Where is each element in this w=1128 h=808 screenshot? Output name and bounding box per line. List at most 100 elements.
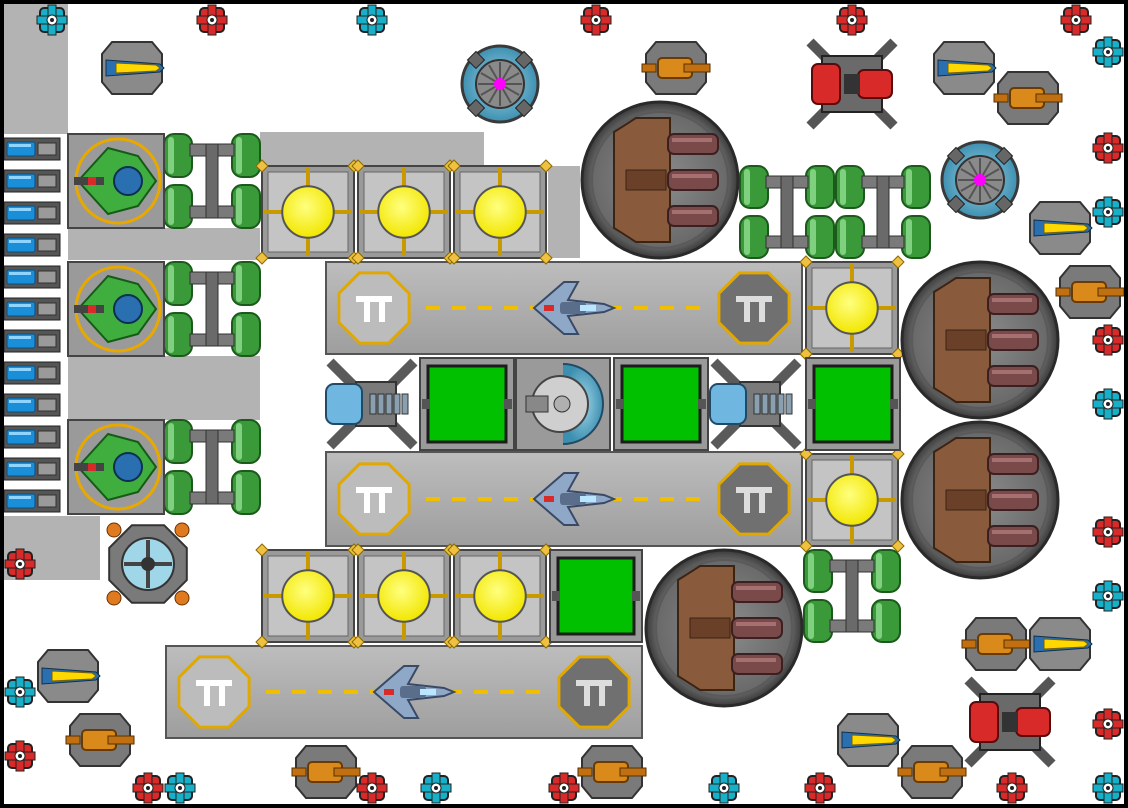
plus-turret-icon[interactable] [1092, 132, 1124, 164]
landing-strip-icon[interactable] [325, 261, 803, 355]
plus-turret-icon[interactable] [1092, 388, 1124, 420]
fighter-ship-icon[interactable] [532, 472, 617, 526]
pipe-assembly-icon [803, 549, 901, 643]
energy-core-icon[interactable] [351, 159, 457, 265]
yellow-launcher-icon[interactable] [37, 649, 101, 703]
ship-bay-icon[interactable] [67, 261, 165, 357]
plus-turret-icon[interactable] [1092, 708, 1124, 740]
plus-turret-icon[interactable] [1092, 580, 1124, 612]
plus-turret-icon[interactable] [580, 4, 612, 36]
plus-turret-icon[interactable] [4, 548, 36, 580]
ship-factory-icon[interactable] [580, 100, 740, 260]
yellow-launcher-icon[interactable] [837, 713, 901, 767]
energy-core-icon[interactable] [255, 159, 361, 265]
cannon-icon[interactable] [291, 745, 361, 799]
storage-crate-icon[interactable] [549, 549, 643, 643]
ammo-tube-icon [3, 201, 61, 225]
fan-turret-icon[interactable] [460, 44, 540, 124]
radar-dome-icon[interactable] [515, 357, 611, 451]
ammo-tube-icon [3, 329, 61, 353]
plus-turret-icon[interactable] [420, 772, 452, 804]
yellow-launcher-icon[interactable] [1029, 617, 1093, 671]
plus-turret-icon[interactable] [804, 772, 836, 804]
energy-core-icon[interactable] [447, 159, 553, 265]
drill-cannon-icon[interactable] [325, 358, 418, 450]
plus-turret-icon[interactable] [132, 772, 164, 804]
ammo-tube-icon [3, 489, 61, 513]
plus-turret-icon[interactable] [1092, 516, 1124, 548]
plus-turret-icon[interactable] [996, 772, 1028, 804]
plus-turret-icon[interactable] [1092, 36, 1124, 68]
yellow-launcher-icon[interactable] [1029, 201, 1093, 255]
cannon-icon[interactable] [65, 713, 135, 767]
landing-pad-right[interactable] [717, 271, 791, 345]
cannon-icon[interactable] [993, 71, 1063, 125]
landing-strip-icon[interactable] [165, 645, 643, 739]
plus-turret-icon[interactable] [36, 4, 68, 36]
plus-turret-icon[interactable] [4, 676, 36, 708]
ammo-tube-icon [3, 265, 61, 289]
landing-pad-left[interactable] [337, 271, 411, 345]
cannon-icon[interactable] [897, 745, 967, 799]
cannon-icon[interactable] [641, 41, 711, 95]
fan-turret-icon[interactable] [940, 140, 1020, 220]
ship-factory-icon[interactable] [644, 548, 804, 708]
plus-turret-icon[interactable] [836, 4, 868, 36]
landing-pad-right[interactable] [717, 462, 791, 536]
missile-battery-icon[interactable] [964, 676, 1056, 768]
plus-turret-icon[interactable] [1092, 196, 1124, 228]
energy-core-icon[interactable] [255, 543, 361, 649]
ammo-tube-icon [3, 425, 61, 449]
storage-crate-icon[interactable] [805, 357, 901, 451]
plus-turret-icon[interactable] [1060, 4, 1092, 36]
landing-strip-icon[interactable] [325, 451, 803, 547]
ship-bay-icon[interactable] [67, 419, 165, 515]
energy-core-icon[interactable] [799, 447, 905, 553]
plus-turret-icon[interactable] [356, 772, 388, 804]
factory-layer [580, 100, 1060, 708]
ship-factory-icon[interactable] [900, 420, 1060, 580]
energy-core-icon[interactable] [351, 543, 457, 649]
cannon-icon[interactable] [577, 745, 647, 799]
fighter-ship-icon[interactable] [372, 665, 457, 719]
energy-core-icon[interactable] [447, 543, 553, 649]
drill-cannon-icon[interactable] [709, 358, 802, 450]
floor-regions [4, 4, 580, 580]
cannon-icon[interactable] [961, 617, 1031, 671]
yellow-launcher-icon[interactable] [101, 41, 165, 95]
plus-turret-icon[interactable] [4, 740, 36, 772]
ammo-tube-icon [3, 361, 61, 385]
plus-turret-icon[interactable] [1092, 324, 1124, 356]
ship-factory-icon[interactable] [900, 260, 1060, 420]
beacon-icon[interactable] [106, 522, 190, 606]
plus-turret-icon[interactable] [708, 772, 740, 804]
plus-turret-icon[interactable] [164, 772, 196, 804]
energy-core-icon[interactable] [799, 255, 905, 361]
pipe-layer [163, 133, 931, 643]
yellow-launcher-icon[interactable] [933, 41, 997, 95]
fighter-ship-icon[interactable] [532, 281, 617, 335]
landing-pad-right[interactable] [557, 655, 631, 729]
missile-battery-icon[interactable] [806, 38, 898, 130]
pipe-assembly-icon [739, 165, 835, 259]
turret-layer [4, 4, 1125, 804]
ammo-tube-column [3, 137, 61, 513]
pipe-assembly-icon [163, 419, 261, 515]
ship-bay-icon[interactable] [67, 133, 165, 229]
cannon-icon[interactable] [1055, 265, 1125, 319]
misc-layer [67, 38, 1056, 768]
plus-turret-icon[interactable] [356, 4, 388, 36]
plus-turret-icon[interactable] [548, 772, 580, 804]
storage-crate-icon[interactable] [419, 357, 515, 451]
storage-crate-icon[interactable] [613, 357, 709, 451]
plus-turret-icon[interactable] [1092, 772, 1124, 804]
landing-pad-left[interactable] [177, 655, 251, 729]
ammo-tube-icon [3, 137, 61, 161]
ammo-tube-icon [3, 233, 61, 257]
landing-pad-left[interactable] [337, 462, 411, 536]
plus-turret-icon[interactable] [196, 4, 228, 36]
runway-layer [165, 261, 803, 739]
